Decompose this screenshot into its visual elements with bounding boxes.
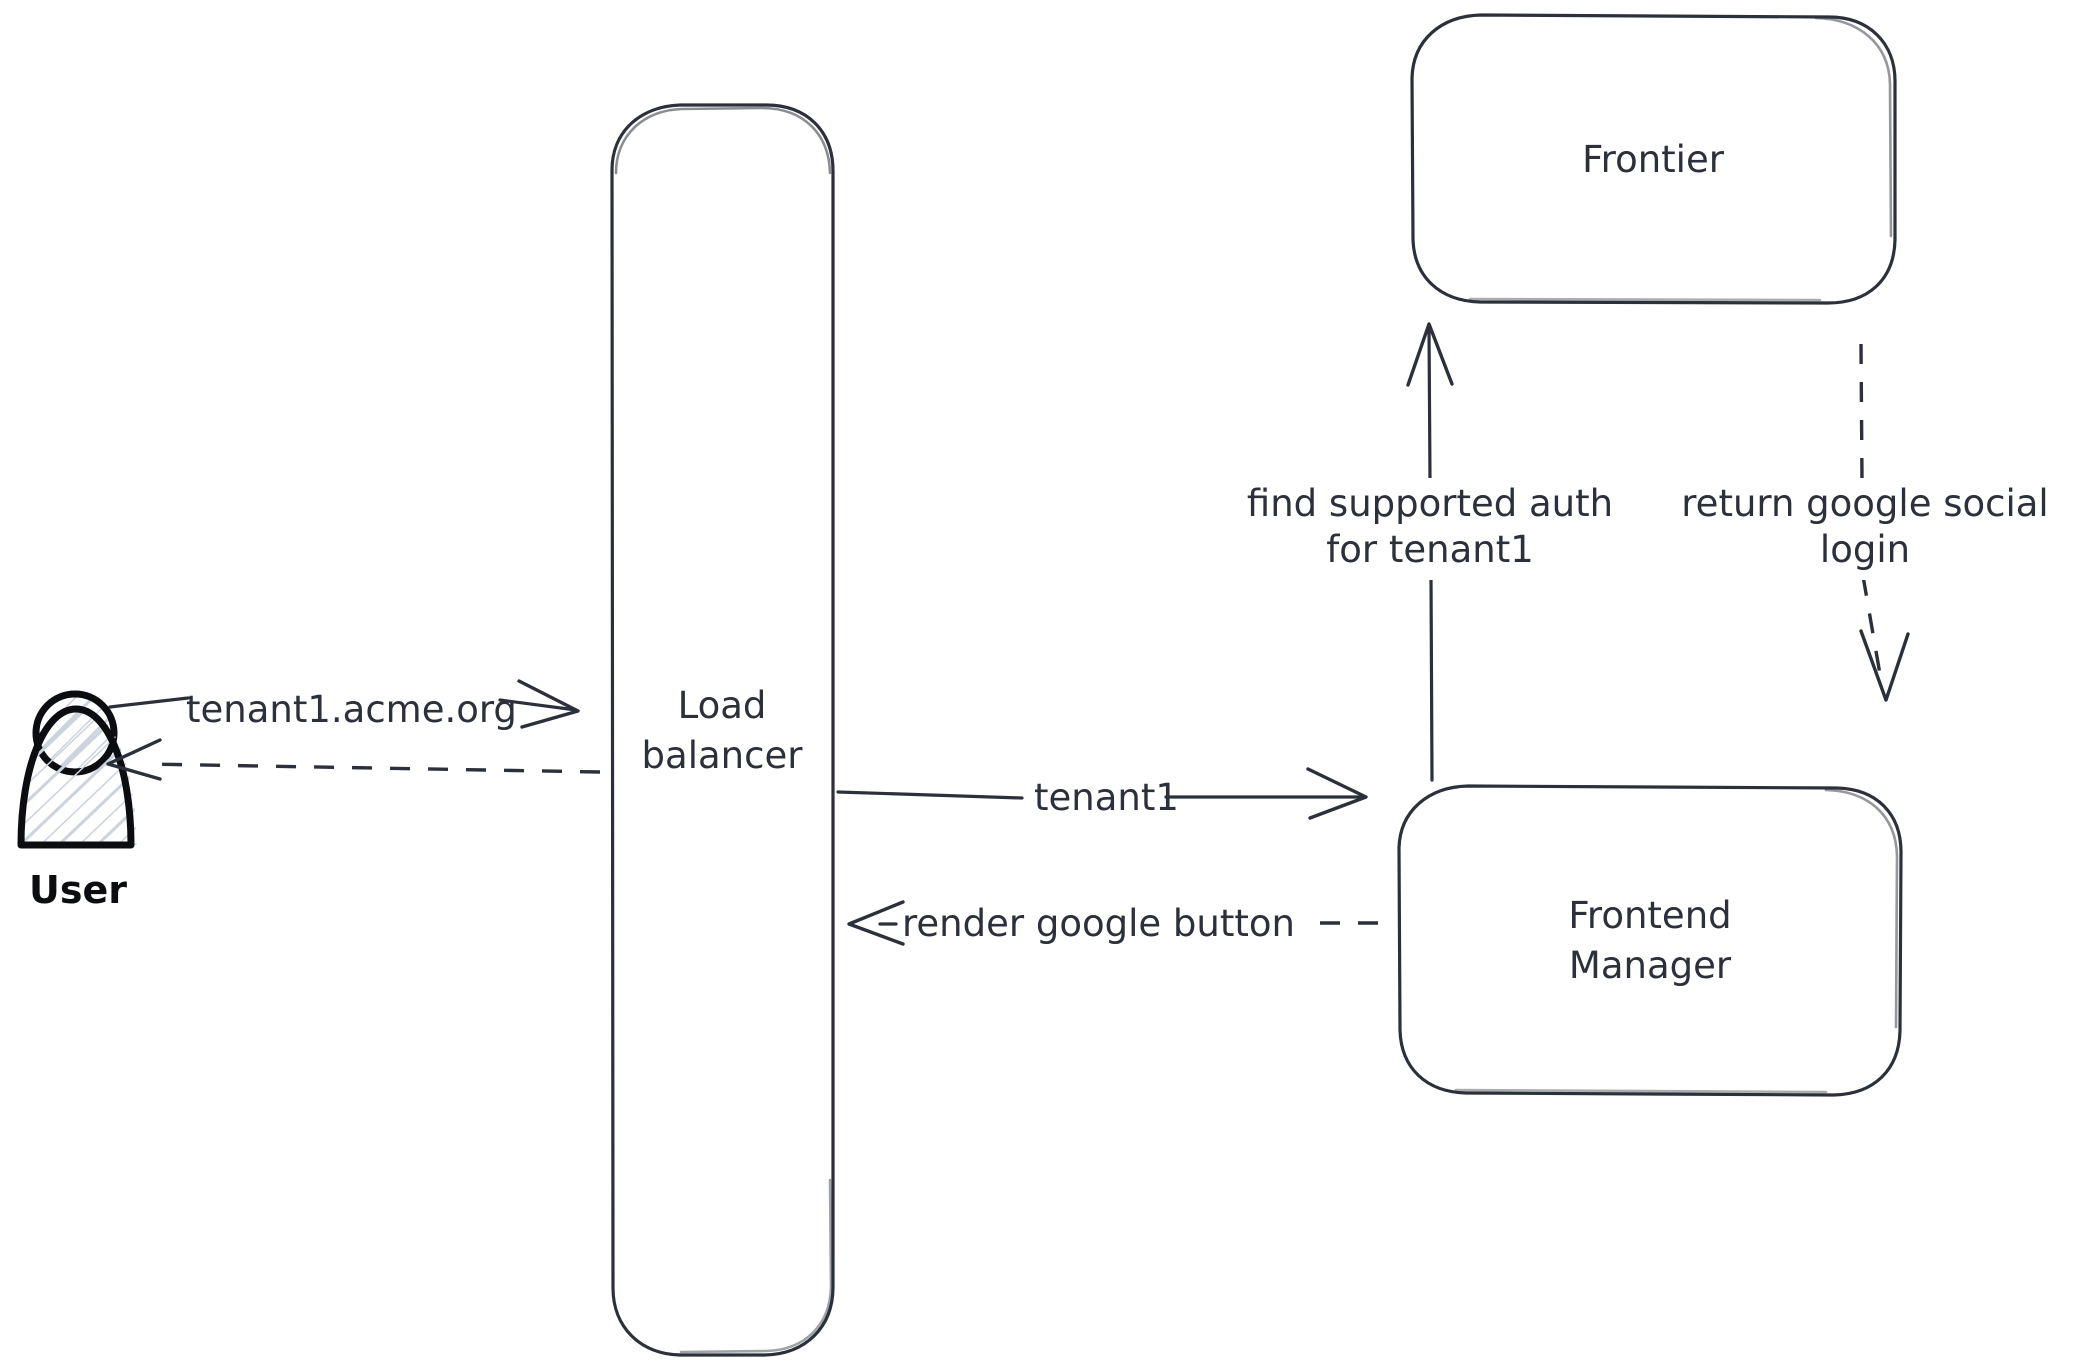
frontend-manager-label-line2: Manager [1569, 944, 1732, 987]
edge-load-balancer-to-frontend-manager: tenant1 [836, 767, 1368, 820]
edge-label-render-google-button: render google button [902, 902, 1295, 945]
edge-label-tenant1: tenant1 [1034, 776, 1179, 819]
edge-frontier-to-frontend-manager: return google social login [1655, 343, 2075, 702]
load-balancer-label-line2: balancer [642, 734, 804, 777]
edge-user-to-load-balancer: tenant1.acme.org [108, 679, 580, 731]
frontier-label: Frontier [1582, 138, 1725, 181]
edge-label-find-supported-auth-line1: find supported auth [1247, 482, 1613, 525]
edge-frontend-manager-to-load-balancer: render google button [847, 900, 1378, 946]
edge-label-return-google-social-line1: return google social [1681, 482, 2048, 525]
edge-label-tenant1-acme-org: tenant1.acme.org [186, 688, 517, 731]
edge-label-return-google-social-line2: login [1820, 528, 1910, 571]
node-frontier[interactable]: Frontier [1410, 13, 1897, 305]
node-frontend-manager[interactable]: Frontend Manager [1397, 784, 1903, 1097]
edge-label-find-supported-auth-line2: for tenant1 [1326, 528, 1534, 571]
load-balancer-label-line1: Load [678, 684, 767, 727]
user-body-icon [17, 705, 137, 849]
frontend-manager-label-line1: Frontend [1568, 894, 1731, 937]
edge-load-balancer-to-user [106, 738, 601, 781]
user-actor-label: User [29, 868, 127, 912]
node-load-balancer[interactable]: Load balancer [610, 103, 835, 1357]
user-actor: User [17, 690, 137, 912]
edge-frontend-manager-to-frontier: find supported auth for tenant1 [1225, 322, 1635, 782]
